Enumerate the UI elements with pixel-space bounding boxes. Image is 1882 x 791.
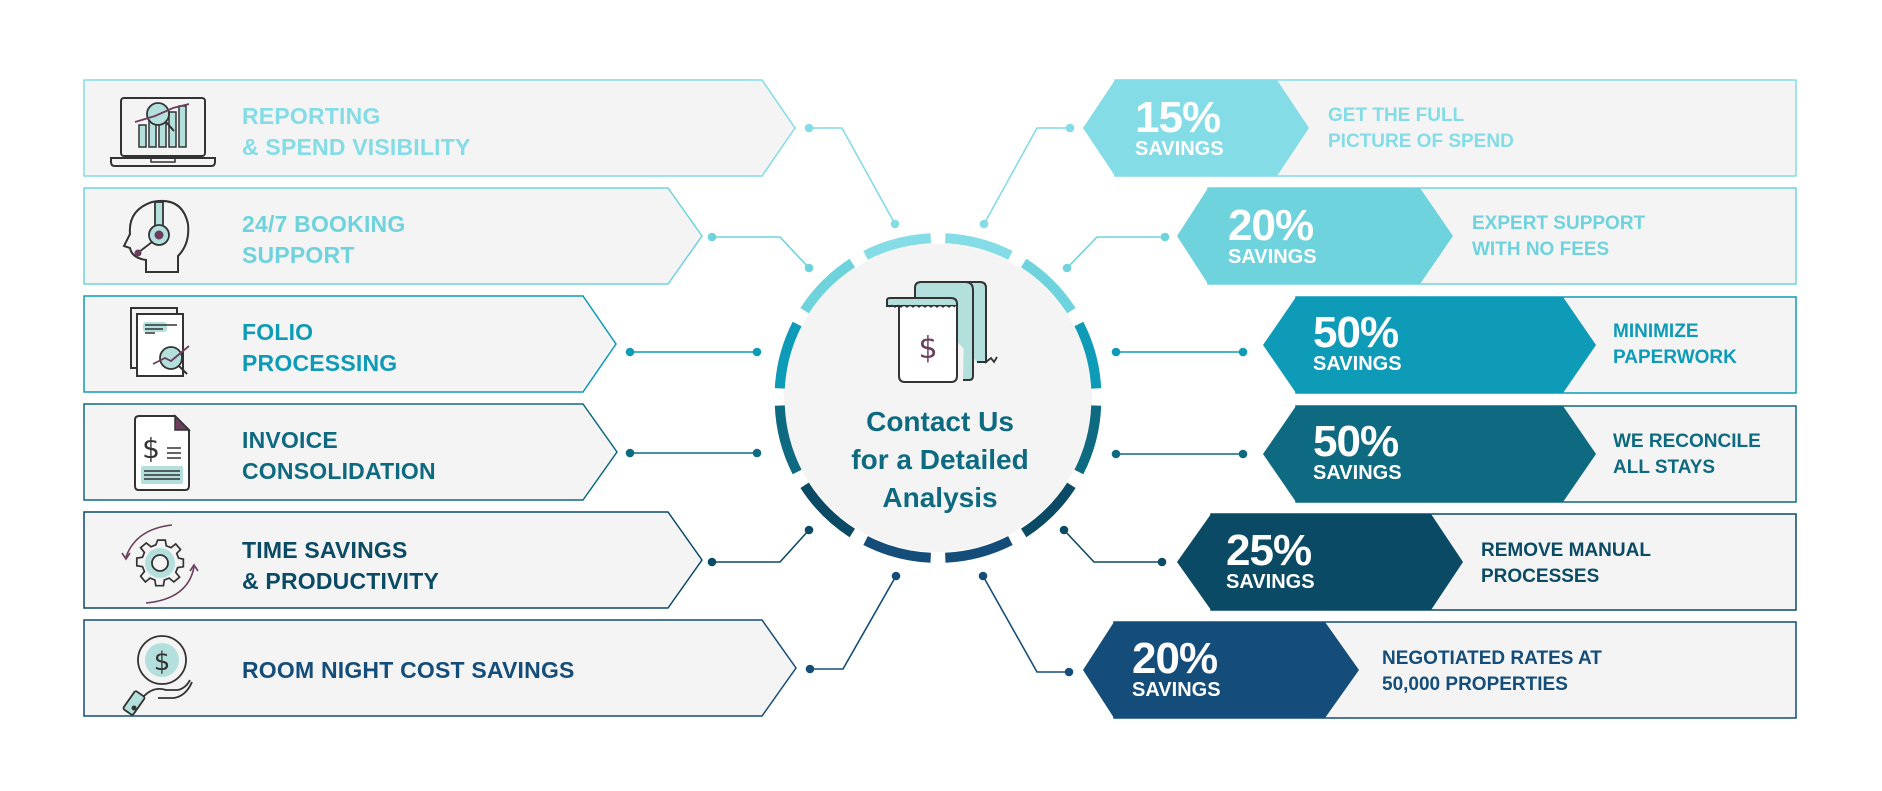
benefit-panel-2	[1177, 187, 1797, 285]
feature-5-line2: & PRODUCTIVITY	[242, 568, 440, 594]
benefit-label-6: NEGOTIATED RATES AT 50,000 PROPERTIES	[1382, 646, 1602, 698]
benefit-6-line1: NEGOTIATED RATES AT	[1382, 648, 1602, 669]
segmented-ring	[774, 233, 1102, 563]
feature-6-line1: ROOM NIGHT COST SAVINGS	[242, 657, 575, 683]
badge-3-percent: 50%	[1313, 308, 1399, 357]
document-magnifier-icon	[130, 307, 190, 377]
badge-6-savings: SAVINGS	[1132, 679, 1221, 701]
center-hub	[774, 233, 1102, 563]
badge-1-percent: 15%	[1135, 93, 1221, 142]
benefit-label-3: MINIMIZE PAPERWORK	[1613, 319, 1737, 371]
feature-3-line2: PROCESSING	[242, 350, 398, 376]
badge-4-savings: SAVINGS	[1313, 462, 1402, 484]
benefit-label-1: GET THE FULL PICTURE OF SPEND	[1328, 103, 1514, 155]
svg-text:$: $	[142, 432, 160, 465]
laptop-chart-magnifier-icon	[110, 97, 216, 167]
connectors-right	[978, 123, 1248, 677]
feature-label-time-savings: TIME SAVINGS & PRODUCTIVITY	[242, 535, 439, 597]
center-line-3: Analysis	[882, 482, 998, 513]
feature-panel-2	[83, 187, 703, 285]
benefit-panel-5	[1177, 513, 1797, 611]
connectors-left	[625, 123, 901, 674]
benefit-label-5: REMOVE MANUAL PROCESSES	[1481, 538, 1651, 590]
benefit-panel-4	[1263, 405, 1797, 503]
feature-2-line1: 24/7 BOOKING	[242, 211, 406, 237]
benefit-5-line1: REMOVE MANUAL	[1481, 540, 1651, 561]
benefit-panel-6	[1083, 621, 1797, 719]
feature-label-booking-support: 24/7 BOOKING SUPPORT	[242, 209, 405, 271]
badge-6-percent: 20%	[1132, 634, 1218, 683]
feature-3-line1: FOLIO	[242, 319, 314, 345]
benefit-2-line2: WITH NO FEES	[1472, 239, 1610, 260]
center-line-2: for a Detailed	[851, 444, 1029, 475]
benefit-4-line1: WE RECONCILE	[1613, 431, 1761, 452]
badge-2-savings: SAVINGS	[1228, 246, 1317, 268]
benefit-label-4: WE RECONCILE ALL STAYS	[1613, 429, 1761, 481]
feature-panel-1	[83, 79, 796, 177]
benefit-3-line2: PAPERWORK	[1613, 347, 1737, 368]
feature-label-folio-processing: FOLIO PROCESSING	[242, 317, 397, 379]
badge-5-percent: 25%	[1226, 526, 1312, 575]
benefit-6-line2: 50,000 PROPERTIES	[1382, 674, 1568, 695]
feature-panel-5	[83, 511, 703, 609]
badge-2-percent: 20%	[1228, 201, 1314, 250]
benefit-panel-1	[1083, 79, 1797, 177]
feature-label-reporting: REPORTING & SPEND VISIBILITY	[242, 101, 471, 163]
benefit-label-2: EXPERT SUPPORT WITH NO FEES	[1472, 211, 1645, 263]
invoice-dollar-icon: $	[134, 414, 191, 491]
hand-coin-dollar-icon: $	[122, 635, 193, 716]
benefit-5-line2: PROCESSES	[1481, 566, 1600, 587]
center-line-1: Contact Us	[866, 406, 1014, 437]
benefit-3-line1: MINIMIZE	[1613, 321, 1699, 342]
badge-3-savings: SAVINGS	[1313, 353, 1402, 375]
badge-1-savings: SAVINGS	[1135, 138, 1224, 160]
feature-4-line2: CONSOLIDATION	[242, 458, 436, 484]
feature-1-line2: & SPEND VISIBILITY	[242, 134, 471, 160]
feature-2-line2: SUPPORT	[242, 242, 355, 268]
feature-panel-4	[83, 403, 618, 501]
feature-panel-6	[83, 619, 797, 717]
gear-cycle-icon	[121, 524, 199, 604]
badge-5-savings: SAVINGS	[1226, 571, 1315, 593]
receipt-dollar-icon: $	[886, 281, 998, 383]
benefit-1-line1: GET THE FULL	[1328, 105, 1465, 126]
benefit-panel-3	[1263, 296, 1797, 394]
benefit-2-line1: EXPERT SUPPORT	[1472, 213, 1646, 234]
benefit-4-line2: ALL STAYS	[1613, 457, 1716, 478]
feature-5-line1: TIME SAVINGS	[242, 537, 408, 563]
svg-text:$: $	[154, 647, 171, 677]
feature-1-line1: REPORTING	[242, 103, 381, 129]
benefit-1-line2: PICTURE OF SPEND	[1328, 131, 1514, 152]
svg-text:$: $	[918, 331, 937, 366]
badge-4-percent: 50%	[1313, 417, 1399, 466]
headset-agent-icon	[122, 200, 190, 273]
center-cta-text: Contact Us for a Detailed Analysis	[790, 403, 1090, 517]
feature-panel-3	[83, 295, 617, 393]
feature-label-room-night-savings: ROOM NIGHT COST SAVINGS	[242, 655, 575, 686]
feature-4-line1: INVOICE	[242, 427, 338, 453]
feature-label-invoice-consolidation: INVOICE CONSOLIDATION	[242, 425, 436, 487]
